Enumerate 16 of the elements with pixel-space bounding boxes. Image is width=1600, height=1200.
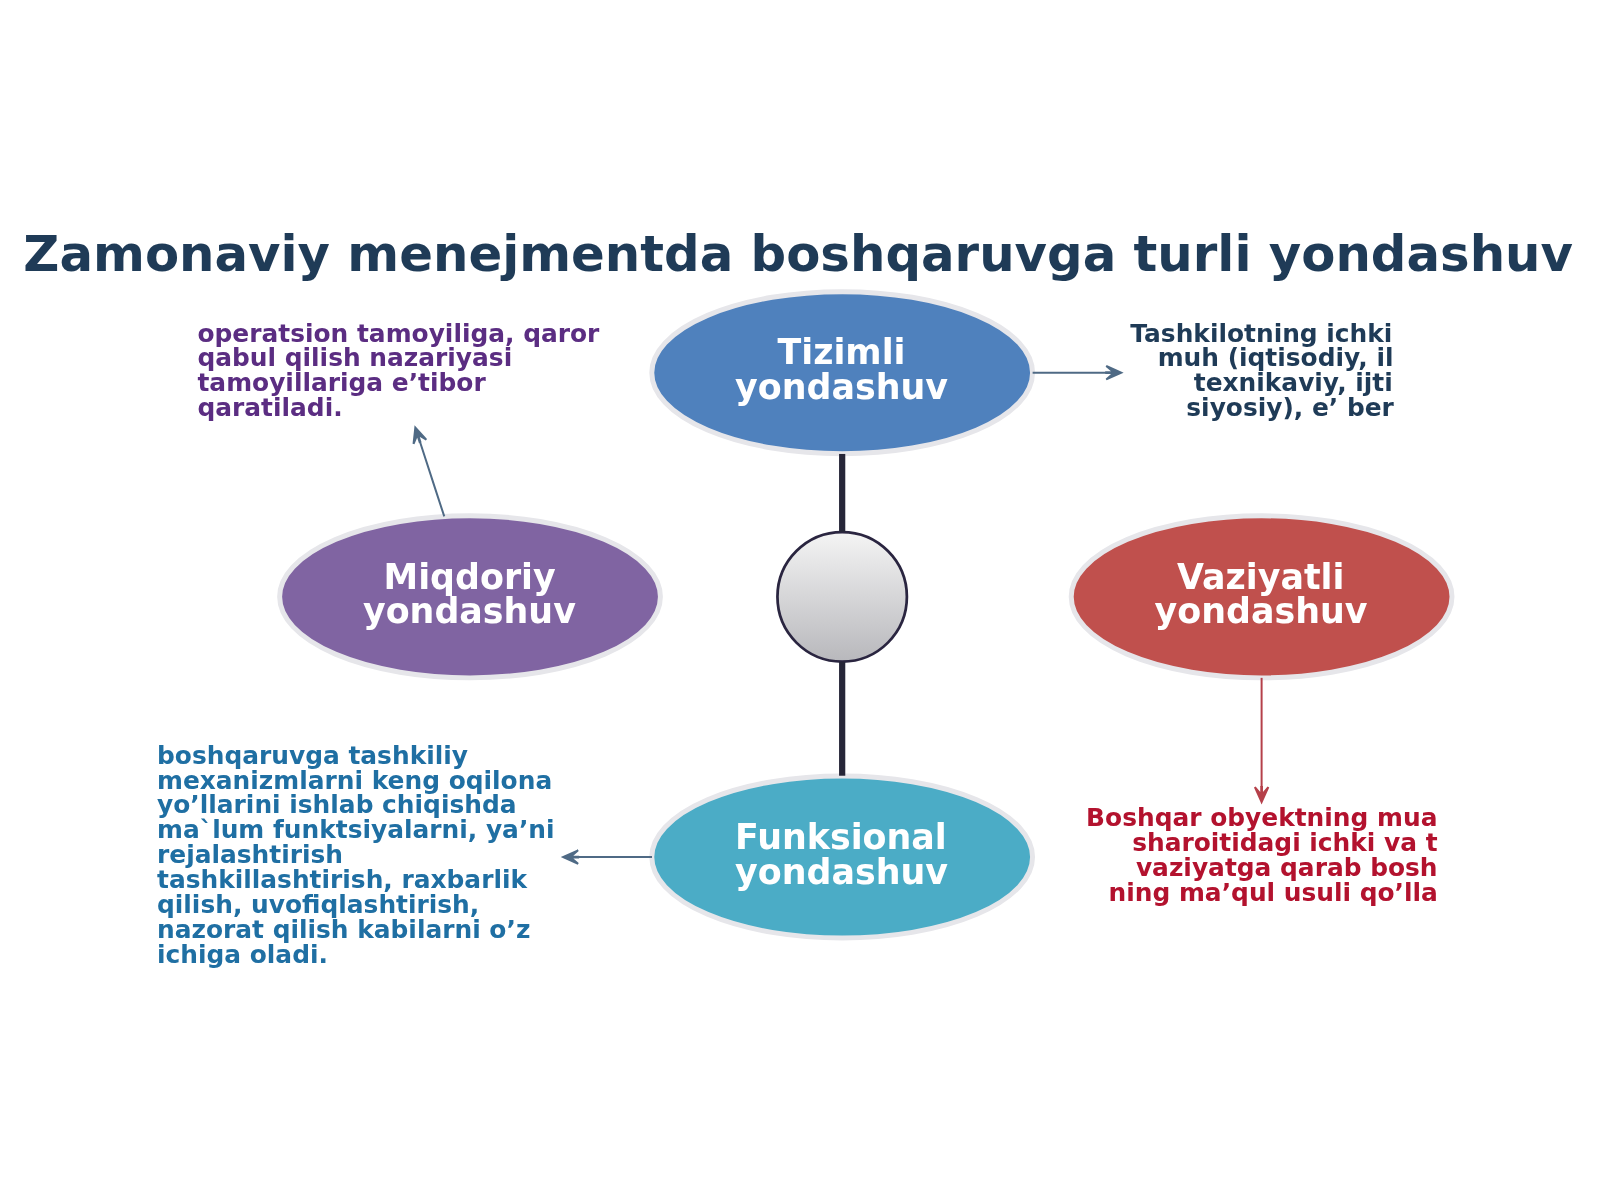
arrow [562, 848, 653, 865]
arrow [1253, 676, 1270, 803]
node-ellipse: Vaziyatli yondashuv [1068, 512, 1455, 680]
node-text: Tashkilotning ichki muh (iqtisodiy, il texnikaviy, ijti siyosiy), e’ ber [1130, 318, 1394, 422]
diagram-title: Zamonaviy menejmentda boshqaruvga turli yondashuv [23, 224, 1573, 283]
node-text: boshqaruvga tashkiliy mexanizmlarni keng oqilona yo’llarini ishlab chiqishda ma`lum funktsiyalarni, ya’ni rejalashtirish tashkillashtirish, raxbarlik qilish, uvofiqlashtirish, nazorat qilish kabilarni o’z ichiga oladi. [157, 740, 555, 969]
node-ellipse: Tizimli yondashuv [649, 288, 1036, 456]
node-text: Boshqar obyektning mua sharoitidagi ichki va t vaziyatga qarab bosh ning ma’qul usuli qo’lla [1086, 802, 1438, 907]
arrow [1031, 364, 1123, 380]
node-circle [776, 530, 909, 663]
node-ellipse: Funksional yondashuv [649, 773, 1036, 941]
connector [839, 453, 846, 532]
arrow [412, 426, 446, 517]
node-text: operatsion tamoyiliga, qaror qabul qilish nazariyasi tamoyillariga e’tibor qaratiladi. [197, 318, 600, 422]
connector [839, 661, 846, 776]
node-ellipse: Miqdoriy yondashuv [277, 512, 663, 680]
